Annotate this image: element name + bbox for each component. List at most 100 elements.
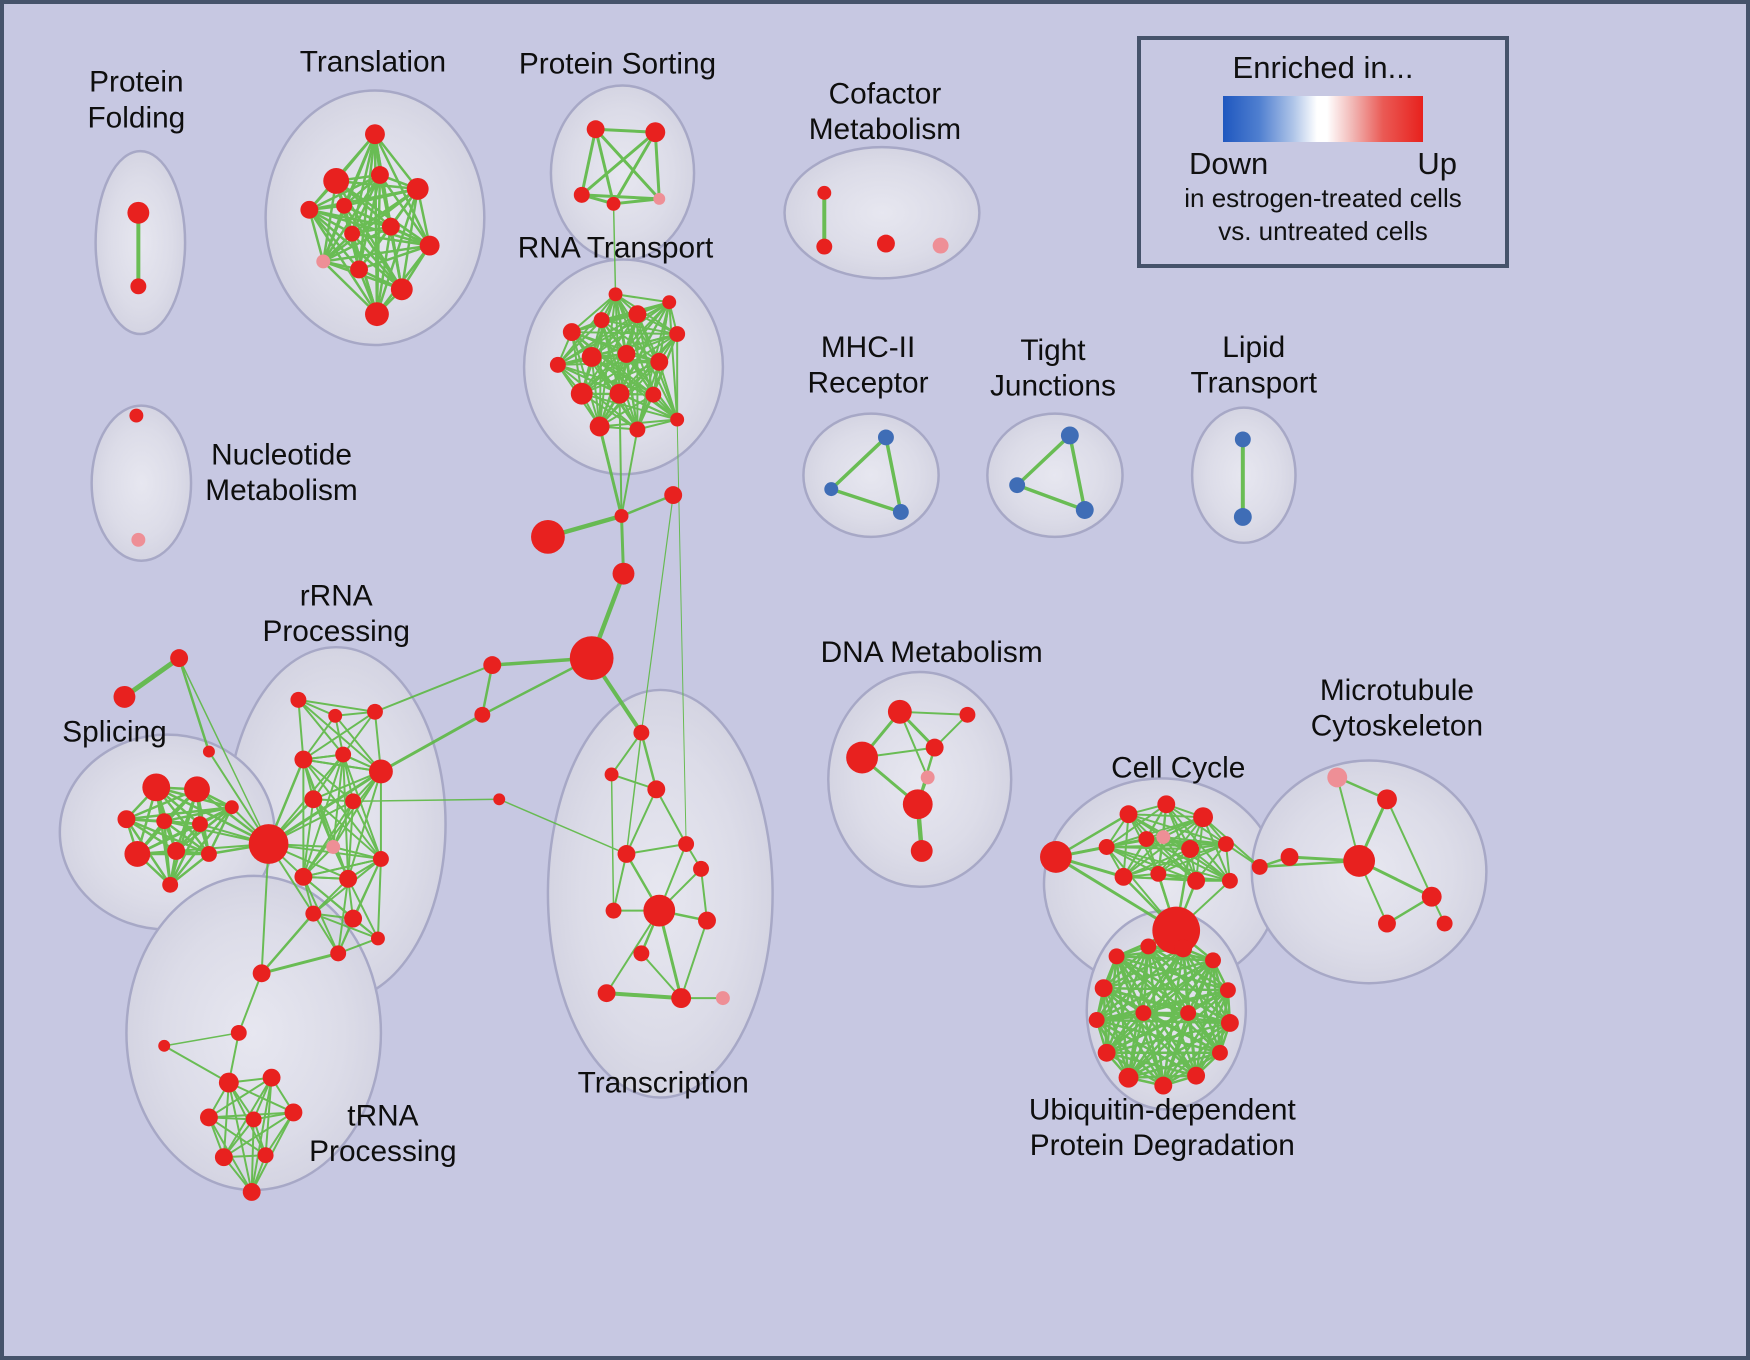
cluster-label-tight-junctions: Tight (1020, 334, 1086, 367)
edge (556, 360, 661, 366)
gene-set-node (1088, 1012, 1105, 1028)
gene-set-node (483, 656, 502, 675)
edge (625, 843, 688, 855)
edge (297, 698, 376, 713)
gene-set-node (474, 706, 491, 723)
edge (556, 301, 671, 366)
cluster-label-protein-sorting: Protein Sorting (519, 48, 716, 81)
gene-set-node (1097, 1043, 1116, 1062)
gene-set-node (167, 842, 186, 860)
gene-set-node (932, 237, 949, 254)
gene-set-node (1234, 431, 1251, 448)
gene-set-node (593, 312, 610, 329)
gene-set-node (202, 745, 215, 758)
edge (342, 710, 376, 756)
gene-set-node (200, 846, 217, 862)
gene-set-node (1118, 1067, 1139, 1088)
edge (1095, 947, 1185, 1022)
edge (1385, 798, 1433, 898)
edge (121, 655, 182, 700)
gene-set-node (113, 685, 136, 708)
cluster-label-rrna-processing: Processing (262, 615, 409, 648)
gene-set-node (257, 1147, 274, 1164)
edge (598, 425, 623, 518)
gene-set-node (117, 810, 136, 829)
edge (580, 193, 661, 201)
gene-set-node (662, 295, 677, 310)
edge (177, 656, 211, 753)
gene-set-node (846, 741, 878, 774)
gene-set-node (419, 235, 440, 256)
gene-set-node (1378, 914, 1396, 933)
edge (580, 360, 661, 395)
gene-set-node (1114, 867, 1133, 886)
edge (373, 132, 419, 191)
cluster-label-trna-processing: tRNA (347, 1099, 418, 1132)
cluster-label-nucleotide-metabolism: Nucleotide (211, 438, 352, 471)
cluster-ellipse-dna-metabolism (827, 670, 1013, 889)
edge (620, 428, 639, 517)
gene-set-node (698, 911, 716, 930)
cluster-ellipse-mhc-ii-receptor (802, 412, 940, 539)
gene-set-node (344, 909, 363, 928)
gene-set-node (124, 841, 151, 867)
edge (829, 487, 903, 514)
edge (625, 788, 658, 855)
edge (1142, 988, 1230, 1015)
gene-set-node (597, 984, 616, 1003)
cluster-label-rna-transport: RNA Transport (518, 232, 714, 265)
gene-set-node (824, 482, 839, 497)
cluster-label-mhc-ii-receptor: MHC-II (821, 331, 915, 364)
edge (1162, 836, 1231, 882)
gene-set-node (606, 196, 621, 211)
legend: Enriched in... Down Up in estrogen-treat… (1137, 36, 1509, 268)
gene-set-node (242, 1183, 261, 1201)
gene-set-node (678, 836, 695, 852)
edge (1142, 1011, 1198, 1077)
edge (1181, 947, 1232, 1025)
edge (312, 912, 379, 940)
edge (653, 130, 661, 201)
edge (614, 293, 671, 304)
gene-set-node (1421, 886, 1442, 907)
gene-set-node (214, 1148, 233, 1167)
gene-set-node (142, 773, 171, 802)
gene-set-node (365, 124, 385, 145)
cluster-label-splicing: Splicing (62, 716, 166, 749)
edge (612, 197, 661, 206)
gene-set-node (569, 636, 614, 680)
edge (337, 877, 350, 955)
edge (178, 657, 270, 845)
edge (332, 800, 355, 849)
gene-set-node (1181, 840, 1200, 858)
cluster-label-cofactor-metabolism: Cofactor (829, 77, 942, 110)
edge (1102, 959, 1215, 990)
edge (125, 817, 211, 856)
edge (658, 360, 679, 421)
edge (580, 130, 657, 197)
edge (1095, 1018, 1222, 1055)
edge (267, 769, 383, 846)
gene-set-node (1154, 1076, 1173, 1095)
edge (1142, 1011, 1165, 1087)
gene-set-node (693, 860, 709, 877)
gene-set-node (184, 776, 210, 803)
edge (342, 753, 355, 803)
gene-set-node (570, 382, 593, 405)
cluster-label-dna-metabolism: DNA Metabolism (821, 636, 1043, 669)
edge (1127, 1011, 1190, 1079)
edge (302, 800, 355, 878)
gene-set-node (877, 429, 894, 446)
gene-set-node (365, 302, 389, 327)
cluster-label-cofactor-metabolism: Metabolism (809, 113, 961, 146)
gene-set-node (959, 706, 976, 723)
gene-set-node (608, 287, 623, 302)
legend-up-label: Up (1417, 146, 1457, 181)
edge (334, 714, 382, 773)
gene-set-node (817, 185, 832, 200)
edge (302, 710, 376, 761)
nodes (113, 120, 1453, 1201)
gene-set-node (643, 894, 676, 927)
